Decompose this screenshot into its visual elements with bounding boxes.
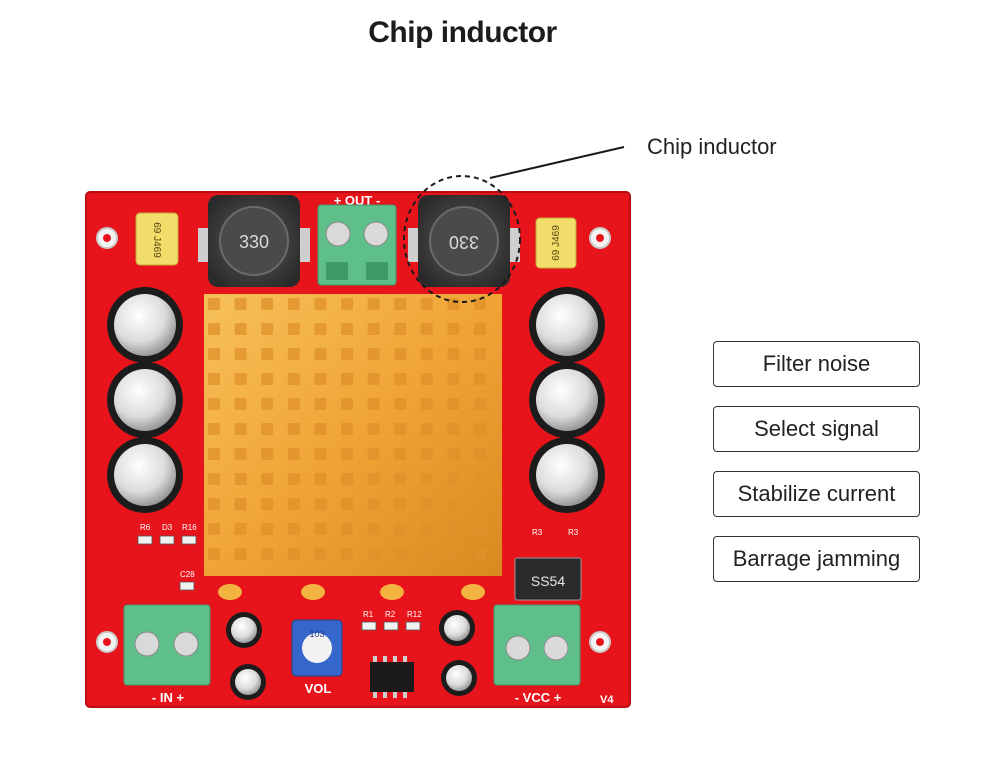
page-title: Chip inductor [368,16,557,49]
feature-stabilize-current: Stabilize current [713,471,920,517]
svg-text:D3: D3 [162,523,173,532]
electrolytic-caps-right [529,287,605,513]
yellow-capacitor-right: 69 J469 [535,217,577,269]
vcc-terminal [493,604,581,686]
svg-text:R3: R3 [532,528,543,537]
silk-out: + OUT - [334,193,381,208]
ic-chip [370,656,414,698]
silk-vcc: - VCC + [515,690,562,705]
svg-text:103: 103 [309,629,324,639]
svg-text:330: 330 [449,232,479,252]
svg-text:R6: R6 [140,523,151,532]
svg-text:330: 330 [239,232,269,252]
callout-leader-line [489,146,625,179]
feature-list: Filter noise Select signal Stabilize cur… [713,341,920,601]
callout-circle [403,175,521,303]
silk-version: V4 [600,694,614,706]
feature-filter-noise: Filter noise [713,341,920,387]
yellow-capacitor-left: 69 J469 [135,212,179,266]
feature-barrage-jamming: Barrage jamming [713,536,920,582]
small-caps-bottom [226,610,477,700]
diode-ss54: SS54 [514,557,582,601]
volume-potentiometer: 103 [291,619,343,677]
silk-in: - IN + [152,690,185,705]
output-terminal [317,204,397,286]
callout-label: Chip inductor [647,134,777,159]
svg-text:R3: R3 [568,528,579,537]
electrolytic-caps-left [107,287,183,513]
svg-text:R1: R1 [363,610,374,619]
mounting-holes [96,227,611,653]
silk-vol: VOL [305,681,332,696]
feature-select-signal: Select signal [713,406,920,452]
smd-refs-left: R6 D3 R16 C28 [140,523,197,579]
heatsink [204,294,502,576]
svg-text:69 J469: 69 J469 [551,225,562,261]
svg-text:C28: C28 [180,570,195,579]
svg-text:69 J469: 69 J469 [151,222,162,258]
svg-text:R2: R2 [385,610,396,619]
svg-text:R16: R16 [182,523,197,532]
chip-inductor-left: 330 [198,195,310,287]
chip-inductor-right: 330 [408,195,520,287]
svg-text:R12: R12 [407,610,422,619]
input-terminal [123,604,211,686]
svg-text:SS54: SS54 [531,573,565,589]
